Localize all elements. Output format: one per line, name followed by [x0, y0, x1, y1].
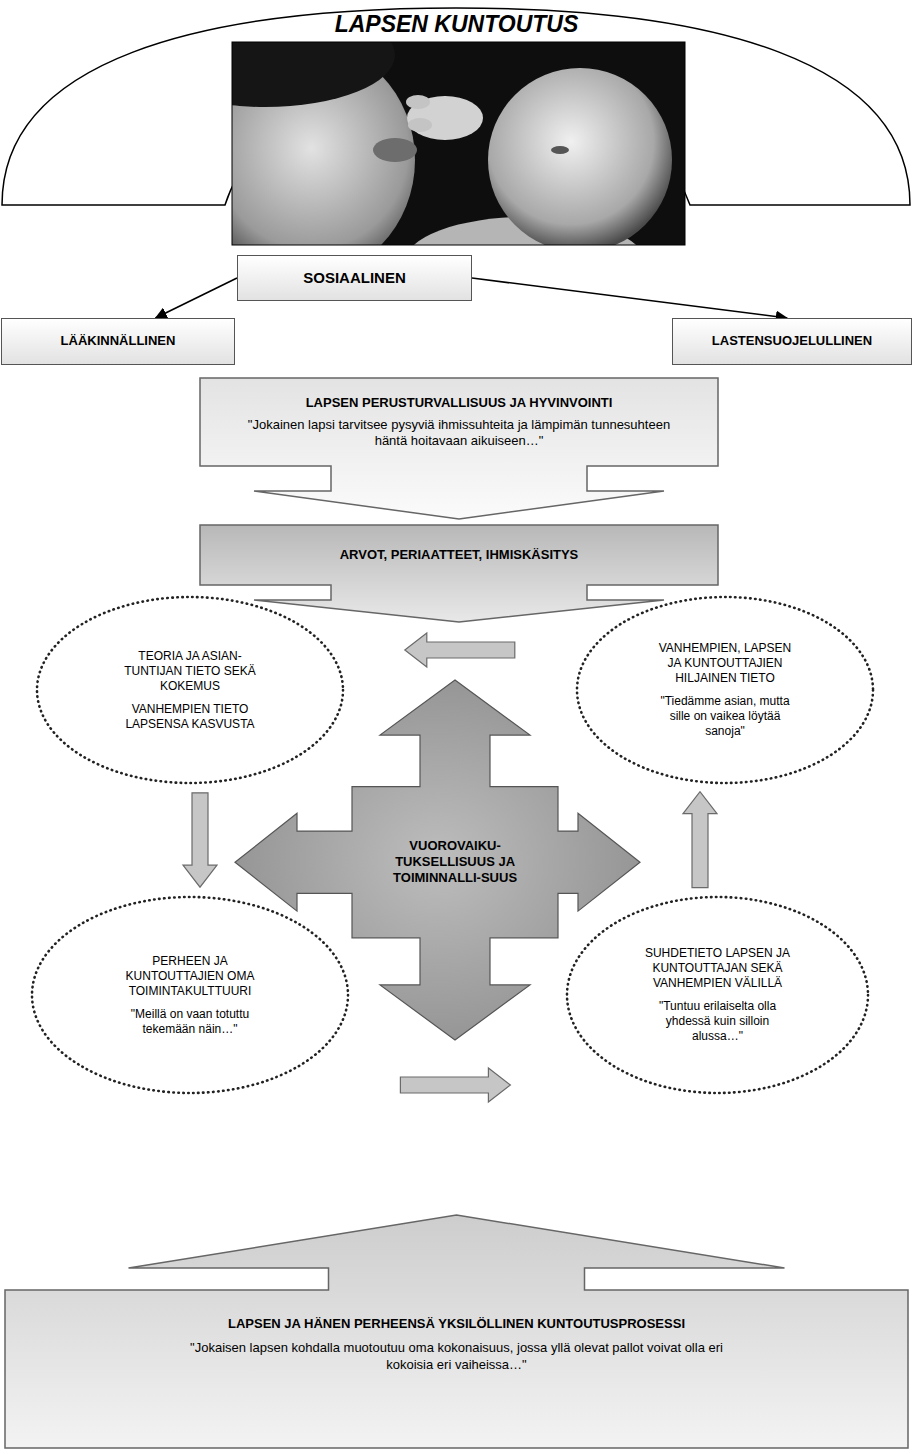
node-content: PERHEEN JA KUNTOUTTAJIEN OMA TOIMINTAKUL…	[108, 954, 273, 1037]
diagram-title: LAPSEN KUNTOUTUS	[0, 11, 913, 38]
photo-frame	[232, 42, 685, 245]
node-heading: TEORIA JA ASIAN-TUNTIJAN TIETO SEKÄ KOKE…	[115, 649, 265, 694]
node-heading: PERHEEN JA KUNTOUTTAJIEN OMA TOIMINTAKUL…	[108, 954, 273, 999]
node-text: "Jokaisen lapsen kohdalla muotoutuu oma …	[167, 1340, 747, 1373]
node-heading: VUOROVAIKU-TUKSELLISUUS JA TOIMINNALLI-S…	[380, 838, 530, 887]
node-content: LAPSEN PERUSTURVALLISUUS JA HYVINVOINTI "…	[239, 395, 679, 450]
category-box: LÄÄKINNÄLLINEN	[1, 318, 235, 365]
node-heading: VANHEMPIEN, LAPSEN JA KUNTOUTTAJIEN HILJ…	[658, 641, 793, 686]
dotted-ellipse	[567, 897, 868, 1093]
photo	[232, 42, 685, 245]
node-content: VANHEMPIEN, LAPSEN JA KUNTOUTTAJIEN HILJ…	[658, 641, 793, 739]
baby-hand	[407, 96, 483, 140]
circle-outline	[565, 895, 870, 1095]
node-content: TEORIA JA ASIAN-TUNTIJAN TIETO SEKÄ KOKE…	[115, 649, 265, 732]
node-content: VUOROVAIKU-TUKSELLISUUS JA TOIMINNALLI-S…	[352, 787, 558, 938]
node-text: "Jokainen lapsi tarvitsee pysyviä ihmiss…	[239, 417, 679, 450]
node-content: LÄÄKINNÄLLINEN	[61, 333, 176, 349]
baby-eye	[551, 146, 569, 154]
block-arrow	[183, 793, 217, 887]
arrow-box-outline	[200, 525, 718, 622]
node-text: "Tiedämme asian, mutta sille on vaikea l…	[658, 694, 793, 739]
block-arrow	[405, 633, 515, 667]
node-text: "Meillä on vaan totuttu tekemään näin…"	[108, 1007, 273, 1037]
node-heading: LAPSEN PERUSTURVALLISUUS JA HYVINVOINTI	[239, 395, 679, 411]
node-heading: ARVOT, PERIAATTEET, IHMISKÄSITYS	[340, 547, 579, 563]
baby-finger	[408, 118, 432, 132]
node-content: LASTENSUOJELULLINEN	[712, 333, 872, 349]
node-content: ARVOT, PERIAATTEET, IHMISKÄSITYS	[340, 547, 579, 563]
block-arrow	[400, 1068, 510, 1102]
node-heading: LÄÄKINNÄLLINEN	[61, 333, 176, 349]
node-text: "Tuntuu erilaiselta olla yhdessä kuin si…	[643, 999, 793, 1044]
category-box: SOSIAALINEN	[237, 255, 472, 301]
process-box: LAPSEN JA HÄNEN PERHEENSÄ YKSILÖLLINEN K…	[5, 1290, 908, 1448]
node-text: VANHEMPIEN TIETO LAPSENSA KASVUSTA	[115, 702, 265, 732]
dotted-ellipse	[37, 597, 343, 783]
adult-hair	[232, 42, 395, 107]
arrow-box: ARVOT, PERIAATTEET, IHMISKÄSITYS	[200, 525, 718, 585]
arrow-box-outline	[200, 378, 718, 519]
connector-arrow	[155, 278, 237, 318]
node-heading: LAPSEN JA HÄNEN PERHEENSÄ YKSILÖLLINEN K…	[167, 1316, 747, 1332]
arrow-box-outline	[5, 1215, 908, 1448]
arrow-box: LAPSEN PERUSTURVALLISUUS JA HYVINVOINTI "…	[200, 378, 718, 466]
baby-finger	[406, 95, 430, 109]
connector-arrow	[472, 278, 787, 318]
knowledge-circle: VANHEMPIEN, LAPSEN JA KUNTOUTTAJIEN HILJ…	[575, 595, 875, 785]
dotted-ellipse	[32, 897, 348, 1093]
knowledge-circle: PERHEEN JA KUNTOUTTAJIEN OMA TOIMINTAKUL…	[30, 895, 350, 1095]
adult-lips	[373, 138, 417, 162]
node-content: SUHDETIETO LAPSEN JA KUNTOUTTAJAN SEKÄ V…	[643, 946, 793, 1044]
dotted-ellipse	[577, 597, 873, 783]
node-content: LAPSEN JA HÄNEN PERHEENSÄ YKSILÖLLINEN K…	[167, 1316, 747, 1373]
knowledge-circle: SUHDETIETO LAPSEN JA KUNTOUTTAJAN SEKÄ V…	[565, 895, 870, 1095]
knowledge-circle: TEORIA JA ASIAN-TUNTIJAN TIETO SEKÄ KOKE…	[35, 595, 345, 785]
node-heading: SOSIAALINEN	[303, 269, 406, 288]
category-box: LASTENSUOJELULLINEN	[672, 318, 912, 365]
baby-head	[488, 68, 672, 245]
node-heading: LASTENSUOJELULLINEN	[712, 333, 872, 349]
node-content: SOSIAALINEN	[303, 269, 406, 288]
block-arrow	[683, 792, 717, 888]
circle-outline	[575, 595, 875, 785]
node-heading: SUHDETIETO LAPSEN JA KUNTOUTTAJAN SEKÄ V…	[643, 946, 793, 991]
